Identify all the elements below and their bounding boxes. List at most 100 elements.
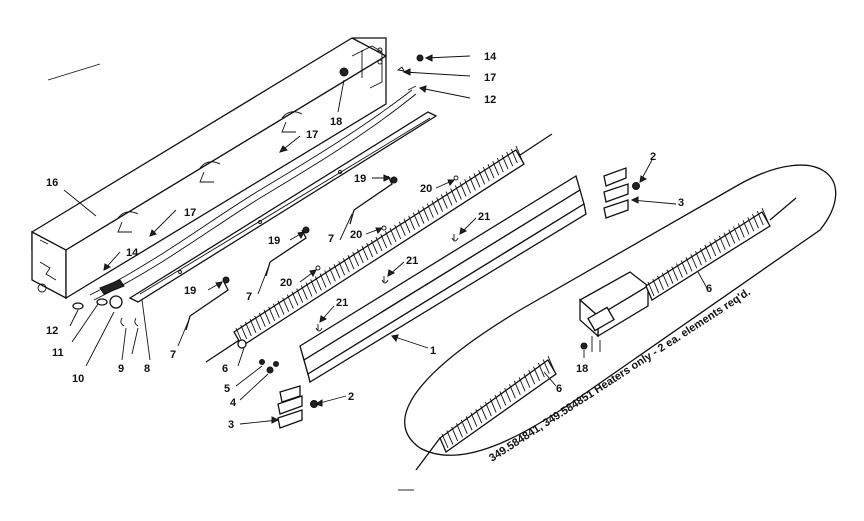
callout-16: 16 xyxy=(46,177,58,189)
fin xyxy=(518,377,526,392)
fin xyxy=(454,185,462,200)
fin xyxy=(492,160,500,176)
callout-11: 11 xyxy=(52,347,64,359)
fin xyxy=(752,213,759,229)
fin xyxy=(296,288,304,303)
callout-19-left: 19 xyxy=(184,285,196,297)
fin xyxy=(714,238,721,254)
fin xyxy=(431,200,439,215)
heating-element-main xyxy=(205,133,553,363)
fin xyxy=(652,278,660,294)
fin xyxy=(499,391,507,406)
callout-20-left: 20 xyxy=(280,277,292,289)
fin xyxy=(291,291,299,306)
inset-detail xyxy=(404,164,837,471)
fin xyxy=(244,321,252,337)
fin xyxy=(699,247,707,263)
fin xyxy=(366,242,374,258)
mounting-rail xyxy=(128,111,438,303)
fin xyxy=(676,263,683,278)
fin xyxy=(249,318,257,334)
element-terminal-hardware xyxy=(237,339,279,374)
callout-21-left: 21 xyxy=(336,297,348,309)
fin xyxy=(352,251,360,267)
fin xyxy=(761,207,769,223)
fin xyxy=(470,412,478,427)
callout-18-top: 18 xyxy=(330,116,342,128)
fin xyxy=(389,227,397,243)
fin xyxy=(408,215,416,230)
reflector-channel xyxy=(299,174,587,384)
callout-labels: 14 17 12 18 17 17 16 14 12 11 10 9 8 7 7… xyxy=(46,51,712,431)
callout-19-right: 19 xyxy=(354,173,366,185)
fin xyxy=(258,312,266,328)
callout-14-top: 14 xyxy=(484,51,497,63)
fin xyxy=(528,370,536,385)
fin xyxy=(685,257,693,272)
callout-17-left: 17 xyxy=(184,207,196,219)
fin xyxy=(661,272,669,287)
callout-12-top: 12 xyxy=(484,94,496,106)
fin xyxy=(513,380,521,395)
fin xyxy=(509,384,516,399)
fin xyxy=(440,194,448,209)
fin xyxy=(510,148,518,164)
fin xyxy=(723,232,731,247)
callout-8: 8 xyxy=(144,363,150,375)
fin xyxy=(756,210,764,226)
spring-clips xyxy=(315,175,459,332)
callout-6-inset-right: 6 xyxy=(706,283,712,295)
callout-2-upper: 2 xyxy=(650,151,656,163)
fin xyxy=(547,355,555,371)
fin xyxy=(268,306,276,321)
fin xyxy=(666,269,674,284)
fin xyxy=(417,209,425,224)
fin xyxy=(426,203,434,218)
fin xyxy=(542,359,550,374)
callout-4: 4 xyxy=(230,397,237,409)
fin xyxy=(704,244,712,260)
callout-3-upper: 3 xyxy=(678,197,684,209)
callout-17-top: 17 xyxy=(484,72,496,84)
callout-12-left: 12 xyxy=(46,325,58,337)
callout-5: 5 xyxy=(224,383,230,395)
fin xyxy=(412,212,420,227)
stray-mark xyxy=(47,63,101,81)
fin xyxy=(342,258,350,273)
callout-6-left: 6 xyxy=(222,363,228,375)
callout-9: 9 xyxy=(118,363,124,375)
fin xyxy=(282,297,290,312)
fin xyxy=(690,254,698,269)
fin xyxy=(480,405,487,420)
fin xyxy=(338,261,346,276)
fin xyxy=(314,276,322,291)
callout-7-left: 7 xyxy=(170,349,176,361)
fin xyxy=(361,245,369,261)
terminal-hardware xyxy=(72,279,139,327)
fin xyxy=(496,157,504,173)
fin xyxy=(445,191,453,206)
fin xyxy=(441,433,449,449)
fin xyxy=(460,419,468,434)
fin xyxy=(709,241,717,257)
fin xyxy=(356,248,364,264)
fin xyxy=(436,197,444,212)
fin xyxy=(403,218,411,233)
callout-10: 10 xyxy=(72,373,84,385)
fin xyxy=(537,362,545,378)
fin xyxy=(475,409,483,424)
fin xyxy=(737,223,745,238)
fin xyxy=(375,236,383,252)
fin xyxy=(747,217,755,232)
callout-1: 1 xyxy=(430,345,436,357)
fin xyxy=(319,273,327,288)
callout-19-mid: 19 xyxy=(268,235,280,247)
fin xyxy=(446,430,454,445)
callout-2-lower: 2 xyxy=(348,391,354,403)
fin xyxy=(272,303,280,318)
fin xyxy=(277,300,285,315)
callout-3-lower: 3 xyxy=(228,419,234,431)
fin xyxy=(333,264,341,279)
